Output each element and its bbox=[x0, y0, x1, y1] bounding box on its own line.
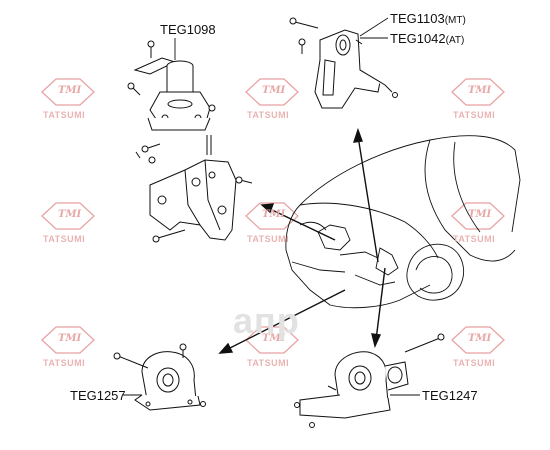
label-teg1103: TEG1103(MT) bbox=[390, 11, 466, 28]
tmi-watermark-badge bbox=[451, 326, 505, 354]
watermark-brand-text: TATSUMI bbox=[247, 110, 290, 120]
tmi-watermark-badge bbox=[245, 326, 299, 354]
watermark-badge-text: TMI bbox=[262, 333, 286, 344]
watermark-brand-text: TATSUMI bbox=[43, 358, 86, 368]
mount-bracket-left bbox=[135, 135, 253, 243]
mount-teg1257 bbox=[113, 343, 206, 411]
tmi-watermark-badge bbox=[41, 78, 95, 106]
watermark-brand-text: TATSUMI bbox=[247, 358, 290, 368]
watermark-brand-text: TATSUMI bbox=[43, 110, 86, 120]
watermark-badge-text: TMI bbox=[58, 333, 82, 344]
label-teg1103-suffix: (MT) bbox=[444, 15, 466, 26]
watermark-brand-text: TATSUMI bbox=[453, 110, 496, 120]
watermark-brand-text: TATSUMI bbox=[453, 358, 496, 368]
label-teg1247-code: TEG1247 bbox=[422, 388, 478, 403]
label-teg1257: TEG1257 bbox=[70, 388, 126, 403]
watermark-badge-text: TMI bbox=[58, 85, 82, 96]
label-teg1247: TEG1247 bbox=[422, 388, 478, 403]
label-teg1042: TEG1042(AT) bbox=[390, 31, 464, 48]
mount-teg1247 bbox=[294, 333, 445, 428]
tmi-watermark-badge bbox=[245, 202, 299, 230]
label-teg1042-code: TEG1042 bbox=[390, 31, 446, 46]
watermark-brand-text: TATSUMI bbox=[247, 234, 290, 244]
tmi-watermark-badge bbox=[451, 202, 505, 230]
watermark-badge-text: TMI bbox=[262, 209, 286, 220]
tmi-watermark-badge bbox=[41, 326, 95, 354]
watermark-badge-text: TMI bbox=[468, 209, 492, 220]
watermark-badge-text: TMI bbox=[468, 333, 492, 344]
tmi-watermark-badge bbox=[245, 78, 299, 106]
label-teg1103-code: TEG1103 bbox=[390, 11, 445, 26]
watermark-badge-text: TMI bbox=[262, 85, 286, 96]
pointer-arrows bbox=[218, 127, 386, 354]
watermark-badge-text: TMI bbox=[58, 209, 82, 220]
label-teg1098: TEG1098 bbox=[160, 22, 216, 37]
mount-teg1103 bbox=[289, 17, 398, 109]
label-teg1042-suffix: (AT) bbox=[445, 35, 465, 46]
tmi-watermark-badge bbox=[451, 78, 505, 106]
watermark-layer bbox=[41, 78, 505, 354]
watermark-brand-text: TATSUMI bbox=[453, 234, 496, 244]
mount-teg1098 bbox=[127, 40, 216, 131]
center-brand-watermark: апр bbox=[233, 300, 300, 341]
label-teg1257-code: TEG1257 bbox=[70, 388, 126, 403]
watermark-badge-text: TMI bbox=[468, 85, 492, 96]
watermark-brand-text: TATSUMI bbox=[43, 234, 86, 244]
label-teg1098-code: TEG1098 bbox=[160, 22, 216, 37]
car-outline bbox=[285, 135, 521, 309]
tmi-watermark-badge bbox=[41, 202, 95, 230]
